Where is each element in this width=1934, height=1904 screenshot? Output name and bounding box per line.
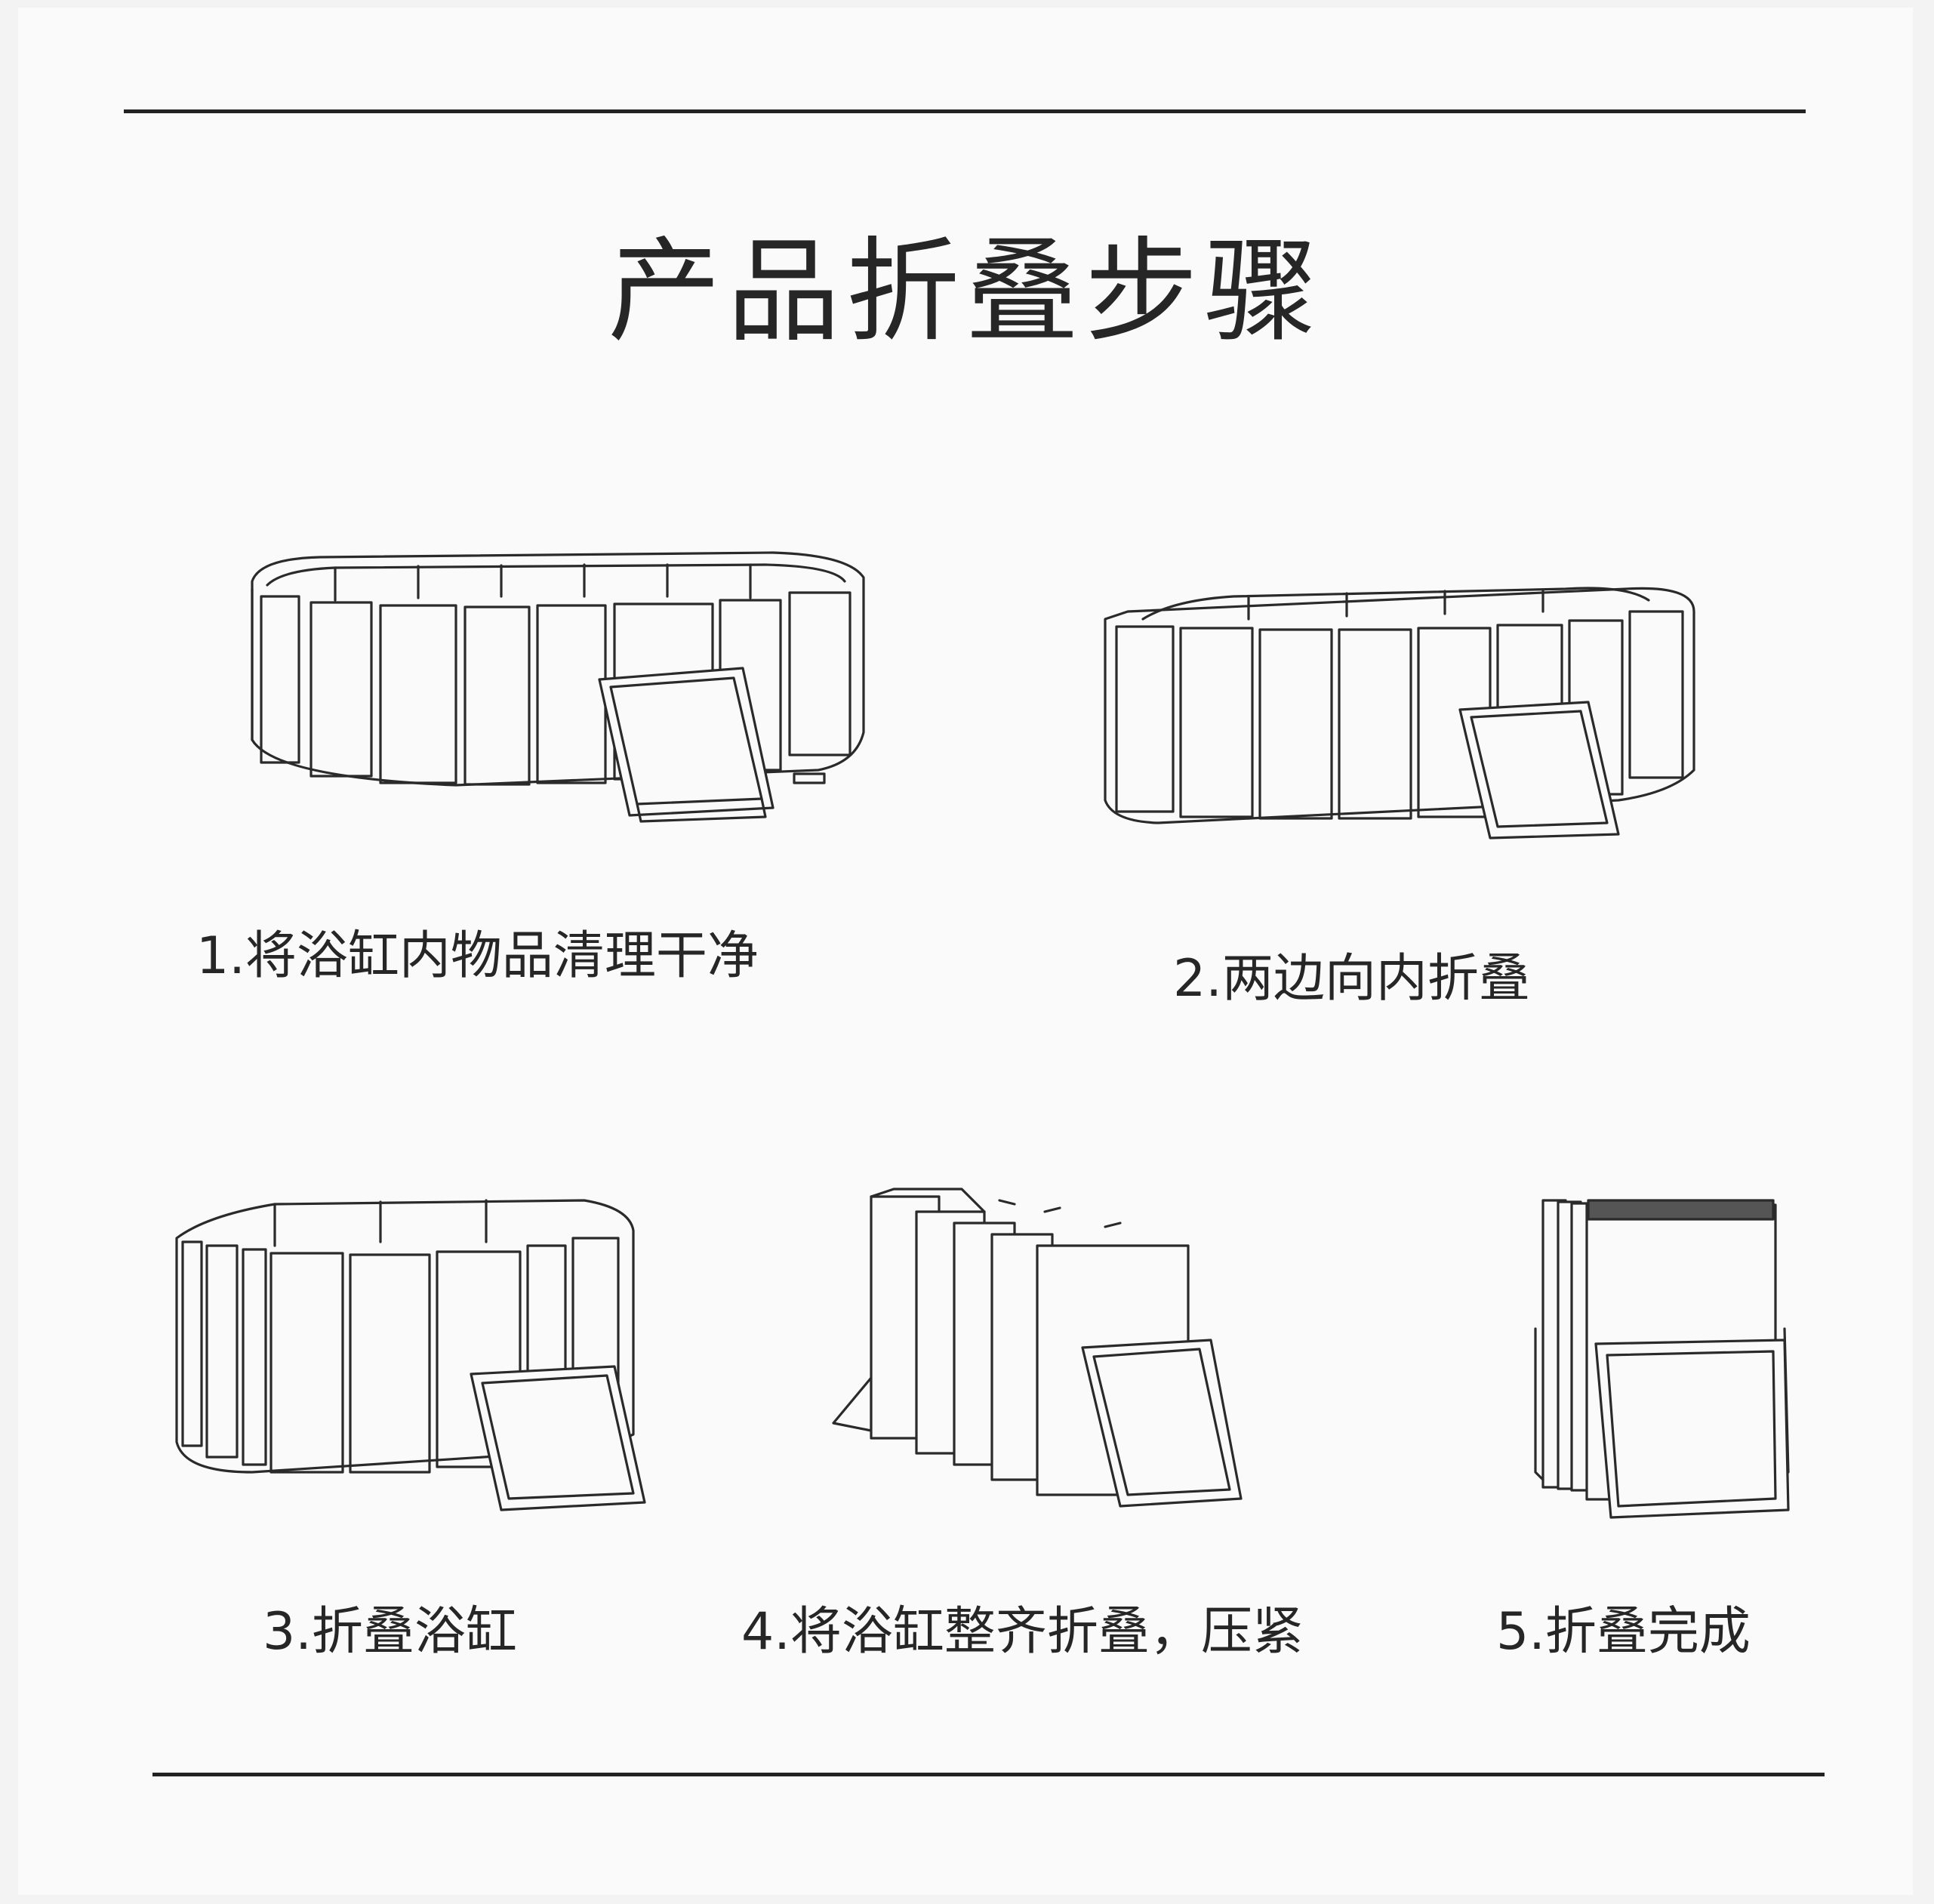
step-1-caption: 1.将浴缸内物品清理干净 (196, 926, 759, 986)
bottom-divider (152, 1773, 1825, 1776)
step-3-caption: 3.折叠浴缸 (263, 1602, 517, 1662)
step-2-caption: 2.两边向内折叠 (1173, 949, 1530, 1009)
instruction-sheet: 产品折叠步骤 1.将浴缸内物品清理干净 (18, 8, 1913, 1895)
folding-tub-illustration (162, 1185, 660, 1525)
folded-tub-illustration (1528, 1185, 1807, 1533)
compressing-tub-illustration (818, 1182, 1286, 1529)
step-4-caption: 4.将浴缸整齐折叠，压紧 (741, 1602, 1304, 1662)
step-5-caption: 5.折叠完成 (1496, 1602, 1751, 1662)
sides-folding-illustration (1098, 566, 1717, 868)
open-tub-illustration (229, 536, 886, 868)
top-divider (124, 109, 1806, 113)
page-title: 产品折叠步骤 (607, 226, 1323, 358)
